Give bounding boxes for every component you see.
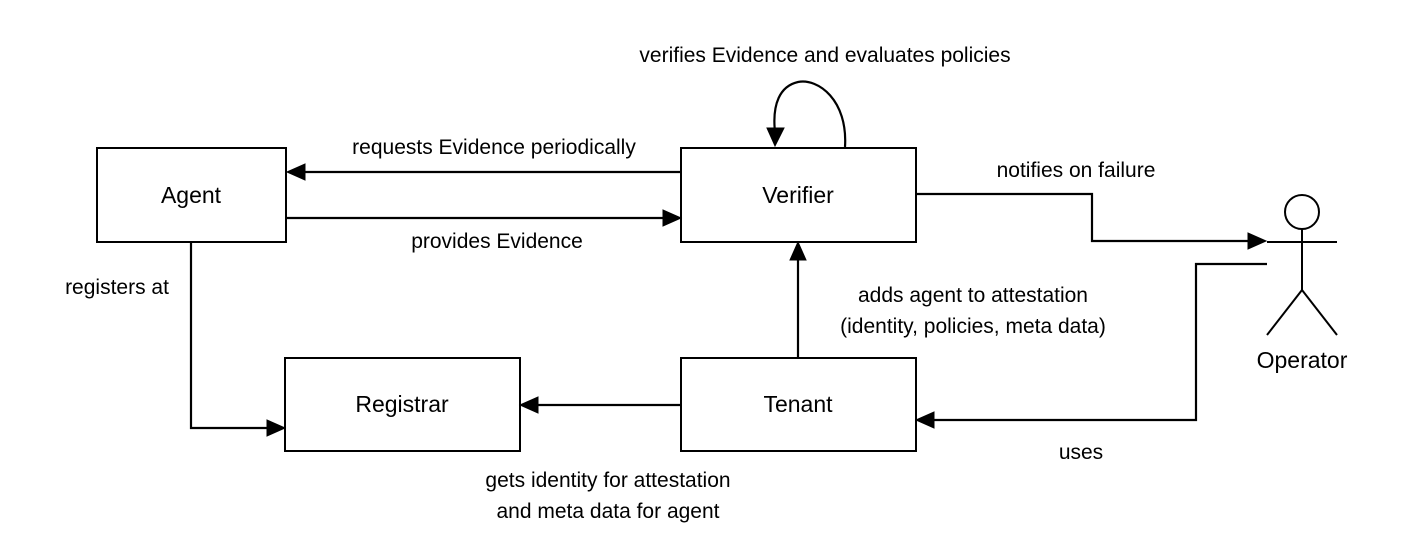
- operator-to-tenant-arrowhead: [914, 411, 935, 429]
- agent-node: Agent: [96, 147, 287, 243]
- verifier-self-loop-path: [773, 80, 847, 148]
- verifier-self-loop-edge: verifies Evidence and evaluates policies: [639, 44, 1011, 148]
- tenant-to-verifier-label-line1: adds agent to attestation: [858, 284, 1088, 307]
- verifier-self-loop-arrowhead: [766, 127, 785, 148]
- registrar-box: [284, 357, 521, 452]
- agent-box: [96, 147, 287, 243]
- agent-to-verifier-edge: provides Evidence: [286, 209, 683, 253]
- operator-label: Operator: [1257, 347, 1348, 373]
- tenant-to-registrar-label-line2: and meta data for agent: [497, 500, 720, 523]
- verifier-to-agent-label: requests Evidence periodically: [352, 136, 636, 159]
- tenant-box: [680, 357, 917, 452]
- operator-left-leg: [1266, 289, 1303, 336]
- tenant-node: Tenant: [680, 357, 917, 452]
- operator-to-tenant-edge: uses: [914, 262, 1267, 464]
- tenant-to-verifier-label-line2: (identity, policies, meta data): [840, 315, 1106, 338]
- agent-to-registrar-edge: registers at: [65, 242, 287, 437]
- verifier-box: [680, 147, 917, 243]
- agent-label: Agent: [161, 182, 222, 208]
- agent-to-verifier-arrowhead: [662, 209, 683, 227]
- tenant-label: Tenant: [763, 391, 833, 417]
- agent-to-verifier-label: provides Evidence: [411, 230, 583, 253]
- agent-to-registrar-label: registers at: [65, 276, 169, 299]
- operator-right-leg: [1301, 289, 1338, 336]
- agent-to-registrar-path: [189, 242, 271, 430]
- registrar-label: Registrar: [355, 391, 449, 417]
- tenant-to-verifier-arrowhead: [789, 240, 807, 261]
- verifier-label: Verifier: [762, 182, 834, 208]
- verifier-node: Verifier: [680, 147, 917, 243]
- operator-to-tenant-label: uses: [1059, 441, 1103, 464]
- registrar-node: Registrar: [284, 357, 521, 452]
- agent-to-registrar-arrowhead: [266, 419, 287, 437]
- operator-head: [1284, 194, 1320, 230]
- verifier-self-loop-label: verifies Evidence and evaluates policies: [639, 44, 1010, 67]
- tenant-to-verifier-edge: adds agent to attestation (identity, pol…: [789, 240, 1106, 358]
- verifier-to-operator-arrowhead: [1247, 232, 1268, 250]
- tenant-to-registrar-label-line1: gets identity for attestation: [485, 469, 730, 492]
- verifier-to-operator-path: [916, 192, 1252, 243]
- verifier-to-operator-label: notifies on failure: [997, 159, 1156, 182]
- tenant-to-registrar-edge: gets identity for attestation and meta d…: [485, 396, 731, 523]
- tenant-to-registrar-arrowhead: [518, 396, 539, 414]
- operator-to-tenant-path: [930, 262, 1267, 422]
- verifier-to-agent-edge: requests Evidence periodically: [285, 136, 681, 181]
- verifier-to-agent-arrowhead: [285, 163, 306, 181]
- verifier-to-operator-edge: notifies on failure: [916, 159, 1268, 250]
- operator-actor: Operator: [1257, 194, 1348, 373]
